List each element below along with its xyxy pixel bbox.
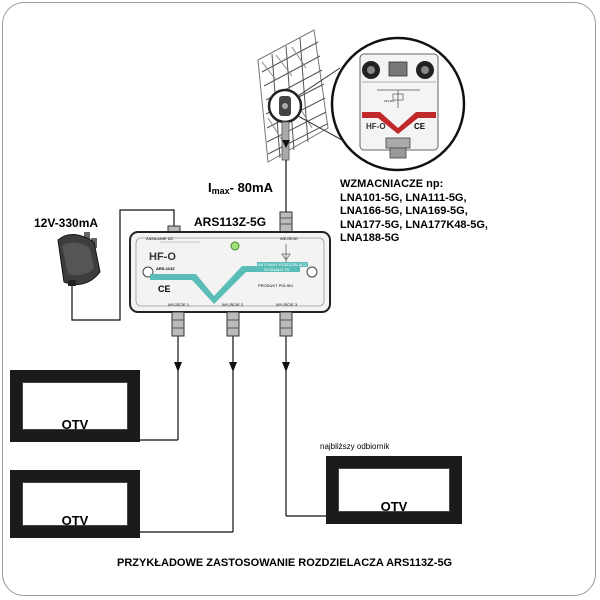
imax-label: Imax- 80mA <box>208 180 273 196</box>
device-model-label: ARS-113Z <box>156 266 175 271</box>
tv-receiver-2: OTV <box>10 470 140 538</box>
device-badge-line1: AKTYWNY ROZDZIELACZ <box>257 262 308 267</box>
splitter-device <box>129 211 331 337</box>
amplifiers-line: LNA166-5G, LNA169-5G, <box>340 205 468 217</box>
callout-line <box>297 67 341 97</box>
device-out1-label: WYJŚCIE 1 <box>168 302 190 307</box>
tv-receiver-1: OTV <box>10 370 140 442</box>
splitter-model-label: ARS113Z-5G <box>194 215 267 229</box>
led-indicator <box>230 241 240 251</box>
amp-brand-logo: HF-O <box>366 122 386 131</box>
device-in-ant-label: WEJŚCIE <box>280 236 298 241</box>
amp-ce-mark: CE <box>414 122 426 131</box>
antenna-amplifier-icon <box>267 88 303 124</box>
power-supply-label: 12V-330mA <box>34 216 99 230</box>
amp-dc-label: 12V DC <box>384 99 395 103</box>
device-made-in: PRODUKT POLSKI <box>258 283 294 288</box>
device-out2-label: WYJŚCIE 2 <box>222 302 244 307</box>
amplifiers-title: WZMACNIACZE np: <box>340 178 444 190</box>
tv-receiver-3: OTV <box>326 456 462 524</box>
amplifiers-line: LNA177-5G, LNA177K48-5G, <box>340 218 488 231</box>
device-badge-line2: SYGNAŁU TV <box>263 267 291 272</box>
amplifiers-line: LNA188-5G <box>340 232 400 244</box>
device-in-dc-label: ZASILANIE DC <box>146 236 174 241</box>
diagram-caption: PRZYKŁADOWE ZASTOSOWANIE ROZDZIELACZA AR… <box>117 557 453 569</box>
device-ce-mark: CE <box>158 284 171 294</box>
amplifiers-line: LNA101-5G, LNA111-5G, <box>340 191 467 204</box>
tv-label: OTV <box>61 417 89 432</box>
signal-arrows <box>174 140 290 372</box>
tv-label: OTV <box>61 513 89 528</box>
device-out3-label: WYJŚCIE 3 <box>276 302 298 307</box>
tv-label: OTV <box>380 499 408 514</box>
power-supply-icon <box>57 232 101 286</box>
amplifiers-list: WZMACNIACZE np: LNA101-5G, LNA111-5G, LN… <box>340 178 488 246</box>
amplifier-detail-zoom <box>330 36 466 172</box>
callout-line <box>297 115 343 141</box>
nearest-receiver-label: najbliższy odbiornik <box>320 442 390 451</box>
device-brand-logo: HF-O <box>149 251 176 263</box>
